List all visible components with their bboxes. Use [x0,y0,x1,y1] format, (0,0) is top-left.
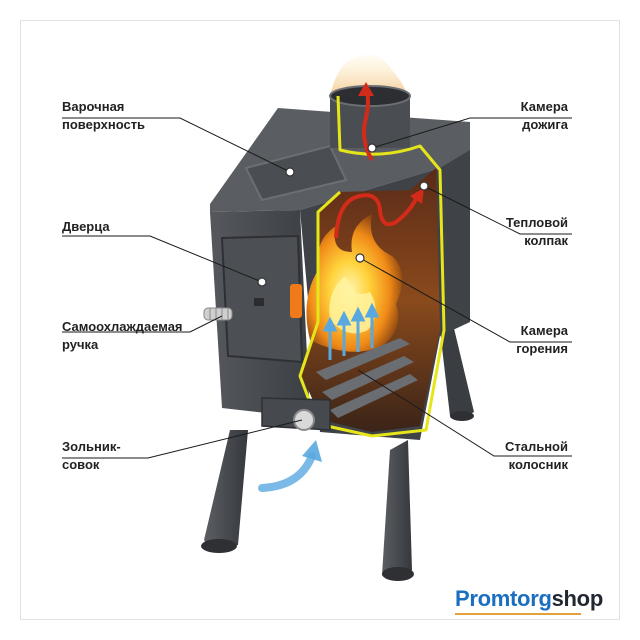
hot-flow-arrowhead-main [358,82,374,96]
self-cooling-handle [203,307,233,321]
leader-combustion [359,257,572,343]
leader-afterburn [371,117,572,149]
door-window [290,284,302,318]
label-heat-hood: Тепловой колпак [505,215,568,248]
leader-heat-hood [423,185,572,235]
label-cooking-surface: Варочная поверхность [62,99,146,132]
brand-logo: Promtorgshop [455,586,604,615]
label-combustion-chamber: Камера горения [516,323,568,356]
leader-handle [62,315,223,333]
leg-front-left [204,430,248,550]
leader-ash-pan [62,419,303,459]
leader-cooking-surface [62,117,291,173]
foot-back [450,411,474,421]
leader-lines [62,117,572,459]
hot-flow-arrowhead-hood [410,188,424,204]
cold-air-arrowhead [302,440,322,462]
foot-right [382,567,414,581]
leg-back-right [440,320,474,420]
label-ash-pan: Зольник- совок [62,439,121,472]
brand-part1: Promtorg [455,586,552,611]
label-handle: Самоохлаждаемая ручка [62,319,183,352]
brand-part2: shop [551,586,604,611]
steel-grate [316,338,418,418]
cold-air-arrow [258,452,316,492]
leader-grate [357,369,572,457]
hot-flow-arrow-hood [334,193,420,239]
leg-front-right [382,440,412,580]
foot-left [201,539,237,553]
leader-dots [257,143,429,287]
label-door: Дверца [62,219,110,234]
ash-pan-knob [293,409,315,431]
label-afterburn-chamber: Камера дожига [520,99,568,132]
chimney-body [330,96,410,148]
smoke-glow [330,54,408,96]
image-frame [20,20,620,620]
label-steel-grate: Стальной колосник [504,439,568,472]
air-flow-arrows [322,302,380,360]
door-latch [254,298,264,306]
leader-door [62,235,263,283]
brand-underline [455,613,581,615]
cooking-plate [244,144,348,202]
